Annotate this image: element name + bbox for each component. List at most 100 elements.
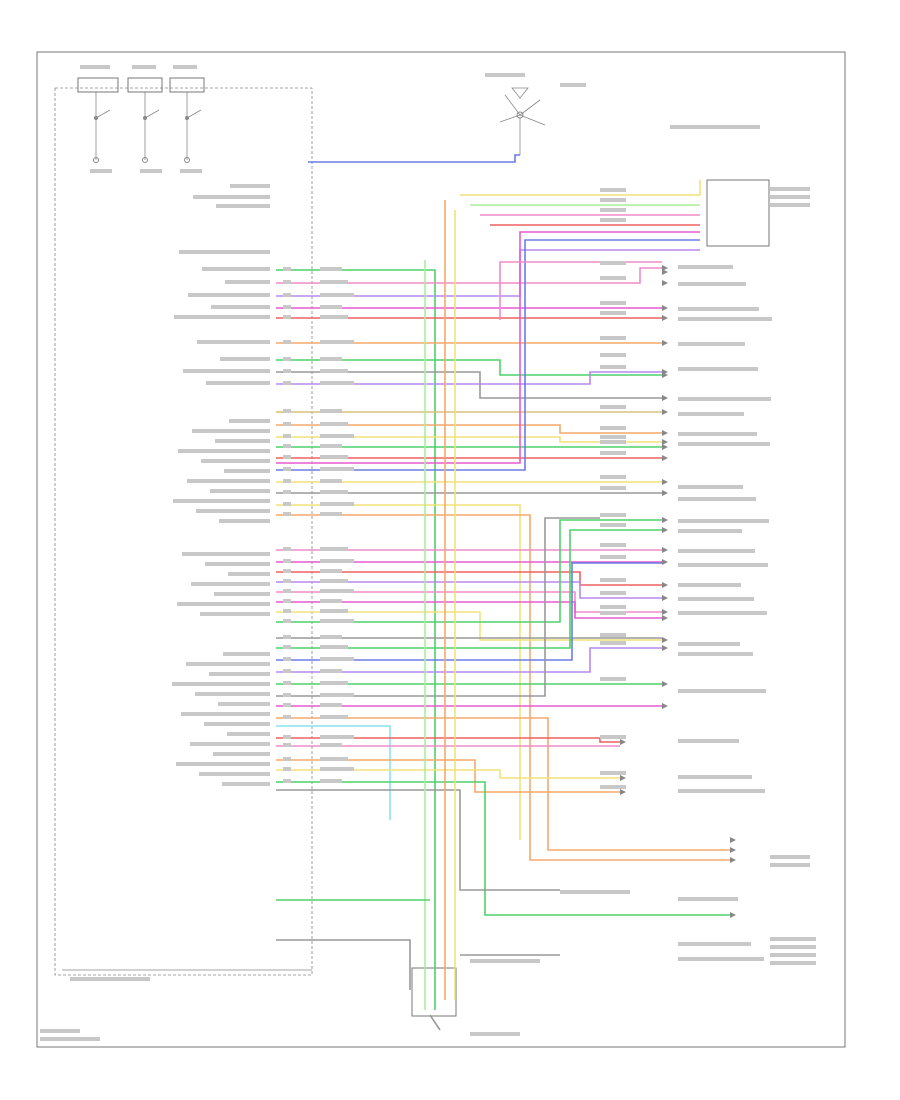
label-block xyxy=(283,589,291,593)
label-block xyxy=(600,336,626,340)
label-block xyxy=(40,1029,80,1033)
label-block xyxy=(678,265,733,269)
connector-arrows xyxy=(620,265,736,918)
connector-arrow xyxy=(662,547,668,553)
connector-arrow xyxy=(662,265,668,271)
label-block xyxy=(600,435,626,439)
label-block xyxy=(190,742,270,746)
connector-arrow xyxy=(730,912,736,918)
label-block xyxy=(210,489,270,493)
wire-violet-24 xyxy=(276,581,662,599)
label-block xyxy=(678,397,771,401)
label-block xyxy=(600,426,626,430)
label-block xyxy=(283,619,291,623)
label-block xyxy=(600,611,626,615)
label-block xyxy=(173,65,197,69)
label-block xyxy=(770,203,810,207)
wire-green-30 xyxy=(276,529,662,649)
label-block xyxy=(183,369,270,373)
wire-violet-32 xyxy=(276,647,662,673)
label-block xyxy=(678,497,756,501)
label-block xyxy=(283,369,291,373)
label-block xyxy=(283,779,291,783)
label-block xyxy=(229,419,270,423)
label-block xyxy=(320,267,342,271)
label-block xyxy=(320,743,342,747)
label-block xyxy=(678,307,759,311)
wire-violet-3 xyxy=(276,249,700,297)
label-block xyxy=(283,357,291,361)
label-block xyxy=(770,953,816,957)
fuse-1 xyxy=(77,77,119,93)
label-block xyxy=(193,195,270,199)
label-block xyxy=(600,276,626,280)
ground-junction xyxy=(411,967,457,1017)
label-block xyxy=(678,432,757,436)
label-block xyxy=(320,569,342,573)
label-block xyxy=(283,455,291,459)
module-box-top-right xyxy=(706,179,770,247)
label-block xyxy=(678,412,744,416)
connector-arrow xyxy=(662,609,668,615)
label-block xyxy=(283,280,291,284)
label-block xyxy=(230,184,270,188)
label-block xyxy=(320,693,354,697)
label-block xyxy=(470,959,540,963)
label-block xyxy=(320,547,348,551)
label-block xyxy=(600,188,626,192)
label-block xyxy=(320,357,342,361)
label-block xyxy=(90,169,112,173)
label-block xyxy=(283,434,291,438)
wire-gray-43 xyxy=(276,789,560,891)
label-block xyxy=(320,779,342,783)
label-block xyxy=(678,652,753,656)
label-block xyxy=(678,642,740,646)
wire-blue-31 xyxy=(276,562,662,661)
label-block xyxy=(283,579,291,583)
label-block xyxy=(600,513,626,517)
label-block xyxy=(223,652,270,656)
label-block xyxy=(678,789,765,793)
label-block xyxy=(177,602,270,606)
label-block xyxy=(320,305,342,309)
label-block xyxy=(600,365,626,369)
wire-gray-34 xyxy=(276,517,600,697)
label-block xyxy=(320,635,342,639)
label-block xyxy=(600,633,626,637)
label-block xyxy=(202,267,270,271)
label-block xyxy=(222,782,270,786)
label-block xyxy=(600,605,626,609)
label-block xyxy=(174,315,270,319)
label-block xyxy=(600,405,626,409)
connector-arrow xyxy=(662,637,668,643)
connector-arrow xyxy=(662,439,668,445)
ignition-switch xyxy=(499,87,546,155)
label-block xyxy=(283,559,291,563)
wire-magenta-15 xyxy=(276,231,700,464)
wire-blue-16 xyxy=(276,239,700,471)
wire-green-1 xyxy=(276,269,436,1010)
wire-yellow-41 xyxy=(276,769,620,779)
label-block xyxy=(283,743,291,747)
fuse-2 xyxy=(127,77,163,93)
label-block xyxy=(600,311,626,315)
connector-arrow xyxy=(730,837,736,843)
label-block xyxy=(283,681,291,685)
label-block xyxy=(560,890,630,894)
label-block xyxy=(283,479,291,483)
wire-orange-11 xyxy=(276,424,662,434)
label-block xyxy=(320,381,354,385)
label-block xyxy=(320,669,342,673)
label-block xyxy=(320,409,342,413)
label-block xyxy=(600,677,626,681)
label-block xyxy=(320,280,348,284)
label-block xyxy=(320,579,348,583)
label-block xyxy=(195,692,270,696)
label-block xyxy=(283,305,291,309)
wire-bundle xyxy=(276,180,730,1031)
label-block xyxy=(600,440,626,444)
label-block xyxy=(283,735,291,739)
label-block xyxy=(197,340,270,344)
label-block xyxy=(678,942,751,946)
label-block xyxy=(283,547,291,551)
